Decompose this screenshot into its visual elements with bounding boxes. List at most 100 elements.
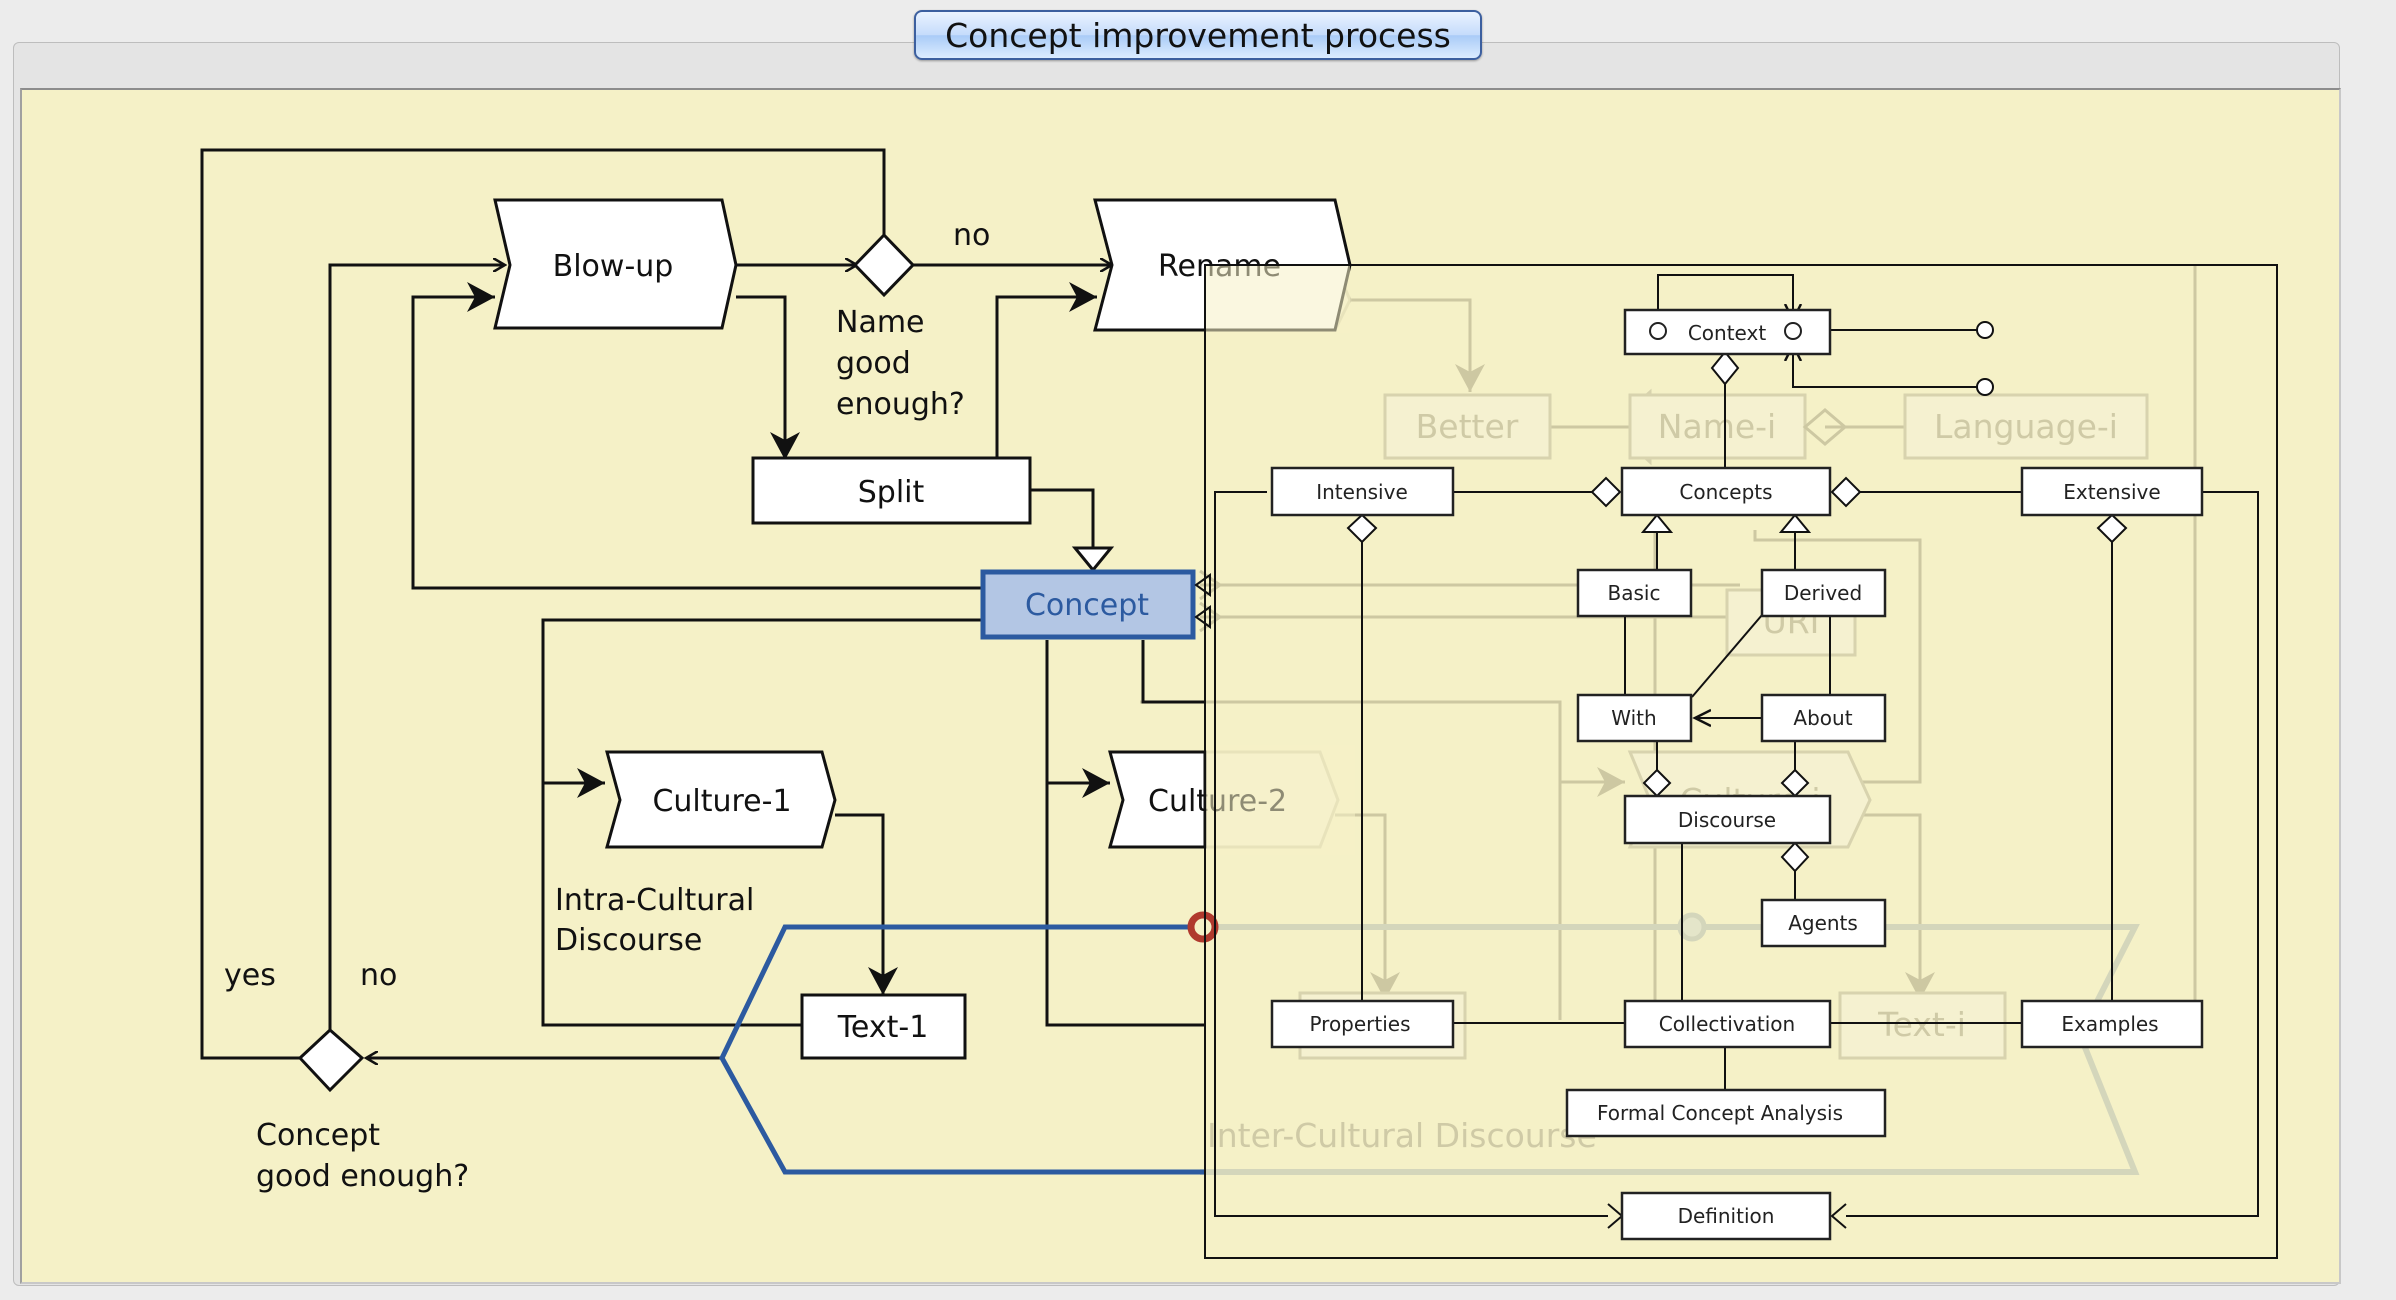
aggregation-diamond-icon [1590,476,1622,508]
class-concepts[interactable]: Concepts [1620,466,1832,517]
class-discourse[interactable]: Discourse [1623,794,1832,845]
class-formal-concept-analysis-label: Formal Concept Analysis [1597,1101,1843,1125]
class-basic-label: Basic [1608,581,1661,605]
edge-intensive-to-definition [1214,491,1608,1217]
class-model-frame [1204,264,2278,1259]
port-circle-icon [1976,378,1994,396]
decision-concept-label-line1: Concept [256,1118,380,1153]
edge-blowup-to-split [736,295,800,460]
class-with-label: With [1611,706,1656,730]
diagram-title-tab[interactable]: Concept improvement process [914,10,1482,60]
edge-label-no-top: no [953,218,990,253]
activity-text-1-label: Text-1 [837,1010,929,1045]
class-with[interactable]: With [1576,693,1693,743]
activity-split-label: Split [858,475,925,510]
class-extensive[interactable]: Extensive [2020,466,2204,517]
diagram-title: Concept improvement process [945,15,1451,55]
edge-concept-to-blowup [411,282,983,590]
edge-split-to-rename [995,282,1097,458]
activity-culture-1-label: Culture-1 [652,784,791,819]
class-formal-concept-analysis[interactable]: Formal Concept Analysis [1565,1088,1887,1138]
class-intensive[interactable]: Intensive [1270,466,1455,517]
class-agents-label: Agents [1788,911,1858,935]
class-concepts-label: Concepts [1679,480,1772,504]
aggregation-diamond-icon [1780,841,1810,873]
realization-arrow-icon [1830,1203,1847,1229]
edge-concept-inter-loop [1045,640,1205,1027]
activity-culture-1[interactable]: Culture-1 [605,750,837,849]
ghost-overlay [1205,745,1355,855]
ghost-edge [1753,530,1922,784]
diagram-canvas[interactable]: Better Name-i Language-i URI Culture-i T… [20,88,2341,1284]
ghost-node-better [1383,393,1552,460]
class-examples-label: Examples [2061,1012,2158,1036]
class-discourse-label: Discourse [1678,808,1776,832]
activity-concept-selected[interactable]: Concept [980,569,1196,640]
process-diagram: Blow-up Name good enough? no Rename Spli… [200,148,1355,1194]
decision-concept-good-enough[interactable] [297,1027,365,1093]
decision-name-label-line1: Name [836,305,925,340]
class-agents[interactable]: Agents [1760,898,1887,948]
class-collectivation[interactable]: Collectivation [1623,999,1832,1049]
edge-culture-1-to-text-1 [835,813,898,995]
ghost-edge [1140,700,1562,1020]
class-about[interactable]: About [1760,693,1887,743]
class-definition[interactable]: Definition [1620,1191,1832,1241]
edge-context-port-2 [1793,345,1985,388]
class-derived-label: Derived [1784,581,1862,605]
decision-name-good-enough[interactable] [852,232,916,298]
activity-text-1[interactable]: Text-1 [800,993,967,1060]
class-collectivation-label: Collectivation [1659,1012,1795,1036]
edge-context-self [1657,274,1793,332]
generalization-arrow [1071,546,1115,573]
ghost-diamond [1802,408,1848,446]
edge-extensive-to-definition [1846,491,2259,1217]
generalization-arrow-icon [1640,513,1674,533]
activity-concept-label: Concept [1025,588,1149,623]
ghost-node-better-label: Better [1416,407,1519,446]
edge-label-yes: yes [224,958,276,993]
aggregation-diamond-icon [1346,513,1378,544]
aggregation-diamond-icon [1830,476,1862,508]
ghost-edge [1350,298,1485,392]
class-context[interactable]: Context [1623,308,1832,356]
activity-split[interactable]: Split [751,456,1032,525]
aggregation-diamond-icon [1710,350,1740,386]
inter-cultural-region-border [719,924,1205,1175]
region-marker-icon[interactable] [1187,911,1219,943]
ghost-node-name-i [1628,393,1807,460]
realization-arrow-icon [1607,1203,1624,1229]
diagram-svg: Better Name-i Language-i URI Culture-i T… [200,148,2278,1259]
class-properties[interactable]: Properties [1270,999,1455,1049]
ghost-diamond [1199,601,1223,633]
class-derived[interactable]: Derived [1760,568,1887,618]
generalization-arrow-icon [1778,513,1812,533]
aggregation-diamond-icon [1194,573,1211,597]
class-about-label: About [1793,706,1852,730]
ghost-marker-circle [1677,912,1707,942]
ghost-overlay [1205,265,1350,333]
port-circle-icon [1976,321,1994,339]
edge-derived-with [1691,614,1763,698]
aggregation-diamond-icon [2096,513,2128,544]
ghost-node-text-i-label: Text-i [1877,1005,1966,1044]
edge-concept-intra-loop [541,618,983,1027]
class-examples[interactable]: Examples [2020,999,2204,1049]
edge-no-to-blowup [328,265,505,1030]
class-extensive-label: Extensive [2063,480,2160,504]
ghost-node-language-i [1903,393,2149,460]
edge-yes-loop [200,148,884,1060]
aggregation-diamond-icon [1194,605,1211,629]
class-properties-label: Properties [1309,1012,1410,1036]
decision-name-label-line2: good [836,346,911,381]
ghost-diamond [1199,569,1223,601]
class-definition-label: Definition [1678,1204,1775,1228]
ghost-node-name-i-label: Name-i [1658,407,1776,446]
intra-cultural-label-line1: Intra-Cultural [555,883,754,918]
port-circle-icon [1649,322,1667,340]
ghost-node-text-i [1838,991,2007,1060]
activity-blow-up[interactable]: Blow-up [493,198,738,330]
decision-name-label-line3: enough? [836,387,965,422]
ghost-node-language-i-label: Language-i [1934,407,2118,446]
class-basic[interactable]: Basic [1576,568,1693,618]
